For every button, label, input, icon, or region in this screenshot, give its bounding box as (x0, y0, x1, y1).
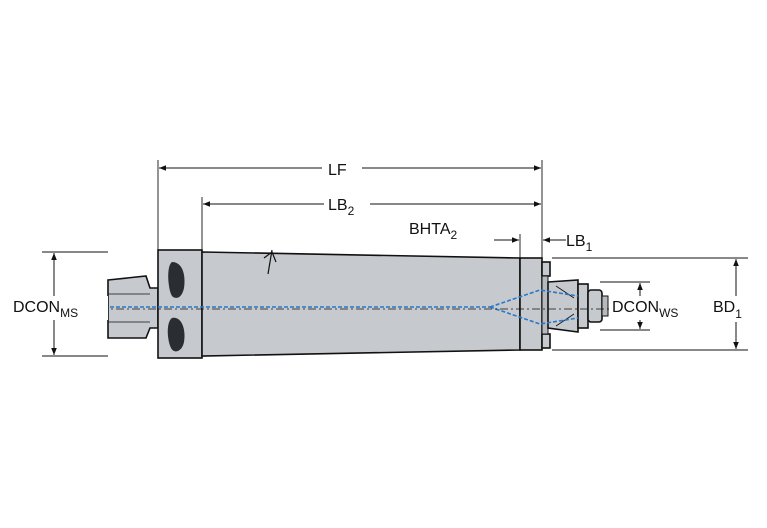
dimension-bd1: BD1 (712, 259, 760, 349)
extension-lines (42, 160, 748, 357)
front-head (519, 257, 543, 351)
drive-slot-top-icon (168, 262, 185, 298)
drive-slot-bottom-icon (167, 317, 185, 352)
dimension-dcon-ws: DCONWS (610, 283, 708, 329)
label-bhta2: BHTA2 (409, 221, 457, 242)
label-lf: LF (328, 162, 347, 179)
dimension-lb2: LB2 (203, 192, 541, 218)
tool-assembly (100, 249, 612, 359)
nose-tip (587, 289, 603, 323)
rotation-arrow-icon (263, 249, 277, 275)
dimension-lb1: LB1 (543, 233, 593, 254)
label-dcon-ms: DCONMS (13, 299, 78, 320)
dimension-bhta2: BHTA2 (409, 221, 519, 243)
machine-side-shank (107, 275, 159, 339)
label-lb1: LB1 (566, 233, 593, 254)
tapered-extension-body (201, 251, 521, 357)
nose-ring (577, 283, 589, 329)
dimension-lf: LF (159, 158, 541, 179)
collet-nut (547, 279, 579, 333)
head-key-top (541, 261, 551, 277)
label-lb2: LB2 (328, 197, 355, 218)
dimension-dcon-ms: DCONMS (12, 253, 108, 355)
label-dcon-ws: DCONWS (612, 299, 678, 320)
head-key-bottom (541, 333, 551, 349)
label-bd1: BD1 (713, 299, 742, 321)
